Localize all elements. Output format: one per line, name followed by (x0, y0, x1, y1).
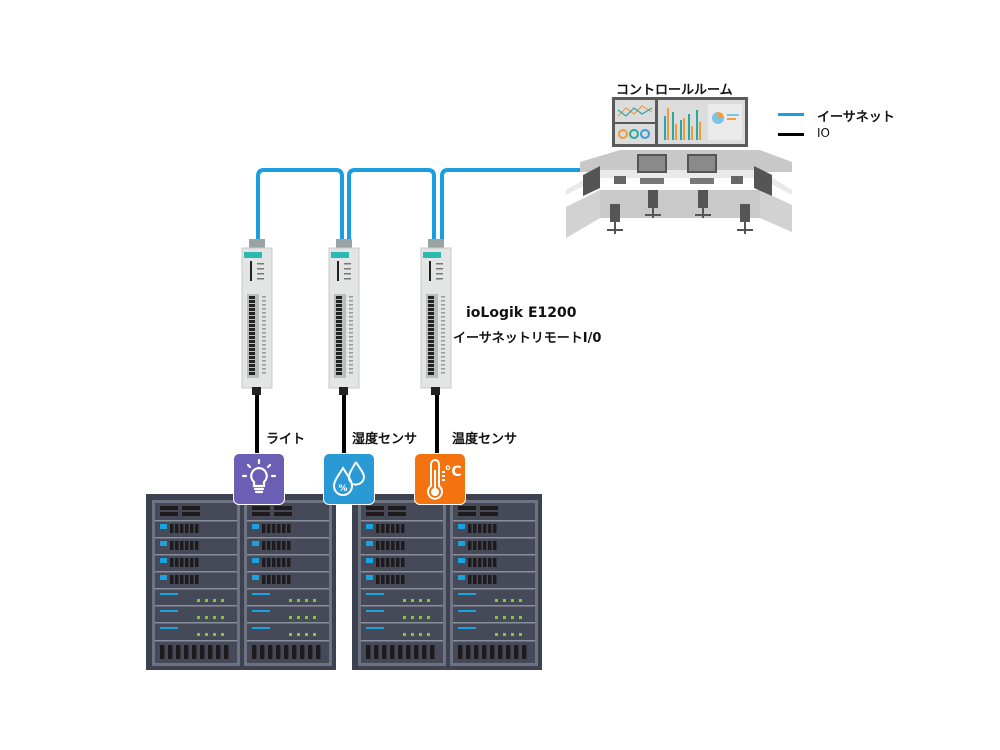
thermometer-icon: °C (414, 453, 466, 505)
device-model-label: ioLogik E1200 (466, 305, 577, 321)
server-rack-2 (352, 494, 542, 670)
server-cabinet (244, 500, 332, 666)
ethernet-wire-1 (256, 168, 344, 242)
control-room-label: コントロールルーム (616, 83, 733, 98)
server-cabinet (358, 500, 446, 666)
server-rack-1 (146, 494, 336, 670)
legend-ethernet-label: イーサネット (817, 110, 895, 125)
sensor-label-temperature: 温度センサ (452, 432, 518, 447)
ethernet-wire-2 (347, 168, 436, 242)
light-bulb-icon (233, 453, 285, 505)
io-module-2 (328, 239, 360, 395)
svg-text:°C: °C (444, 464, 461, 480)
legend-io-label: IO (817, 126, 830, 140)
humidity-drops-icon: % (323, 453, 375, 505)
ethernet-wires (256, 168, 620, 242)
sensor-label-light: ライト (266, 432, 306, 447)
ethernet-wire-3 (440, 168, 620, 242)
legend-io-swatch (778, 133, 804, 136)
io-wires (255, 388, 439, 458)
io-module-3 (420, 239, 452, 395)
server-cabinet (450, 500, 538, 666)
legend-ethernet-swatch (778, 113, 804, 116)
server-cabinet (152, 500, 240, 666)
control-room-illustration (566, 97, 792, 238)
io-module-1 (241, 239, 273, 395)
sensor-label-humidity: 湿度センサ (352, 432, 418, 447)
svg-text:%: % (338, 484, 347, 494)
device-description-label: イーサネットリモートI/0 (453, 331, 602, 346)
